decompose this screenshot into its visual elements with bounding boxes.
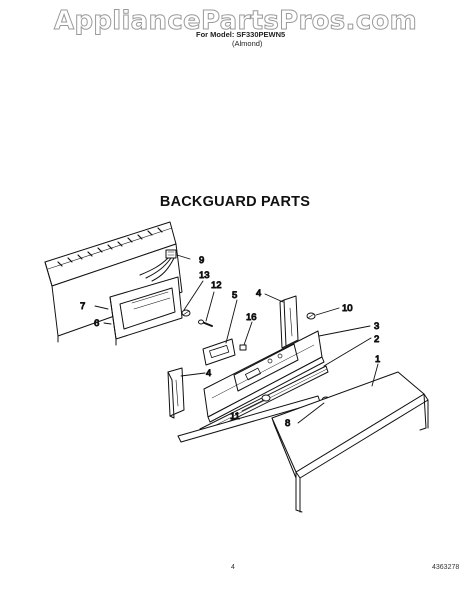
callout-13: 13 — [199, 270, 210, 281]
callout-9: 9 — [199, 255, 204, 266]
callout-1: 1 — [375, 354, 380, 365]
rear-panel-part-7 — [44, 221, 183, 343]
page-number: 4 — [231, 564, 235, 571]
knob-part-11 — [261, 394, 271, 402]
callout-3: 3 — [374, 321, 379, 332]
wire-harness-part-9 — [139, 249, 177, 282]
end-cap-part-1 — [271, 371, 429, 513]
bolt-part-12 — [198, 319, 213, 327]
screw-part-10 — [306, 312, 316, 320]
end-bracket-part-4-left — [167, 367, 185, 419]
callout-4-lower: 4 — [206, 368, 211, 379]
callout-8: 8 — [285, 418, 290, 429]
callout-4-upper: 4 — [256, 288, 261, 299]
callout-6: 6 — [94, 318, 99, 329]
screw-part-13 — [181, 309, 191, 317]
diagram-title: BACKGUARD PARTS — [159, 194, 311, 210]
document-number: 4363278 — [432, 564, 460, 571]
end-bracket-part-4-right — [279, 295, 299, 349]
model-line: For Model: SF330PEWN5 — [196, 30, 286, 39]
small-part-16 — [239, 344, 247, 351]
leader-lines — [94, 254, 379, 424]
watermark-text: AppliancePartsPros.com — [54, 6, 418, 37]
clock-module-part-5 — [202, 338, 236, 366]
callout-5: 5 — [232, 290, 237, 301]
callout-12: 12 — [211, 280, 222, 291]
callout-16: 16 — [246, 312, 257, 323]
control-housing-part-6 — [109, 276, 183, 346]
callout-2: 2 — [374, 334, 379, 345]
color-line: (Almond) — [232, 39, 263, 48]
control-panel-part-3 — [203, 330, 325, 423]
callout-10: 10 — [342, 303, 353, 314]
callout-7: 7 — [80, 301, 85, 312]
callout-11: 11 — [230, 411, 240, 422]
